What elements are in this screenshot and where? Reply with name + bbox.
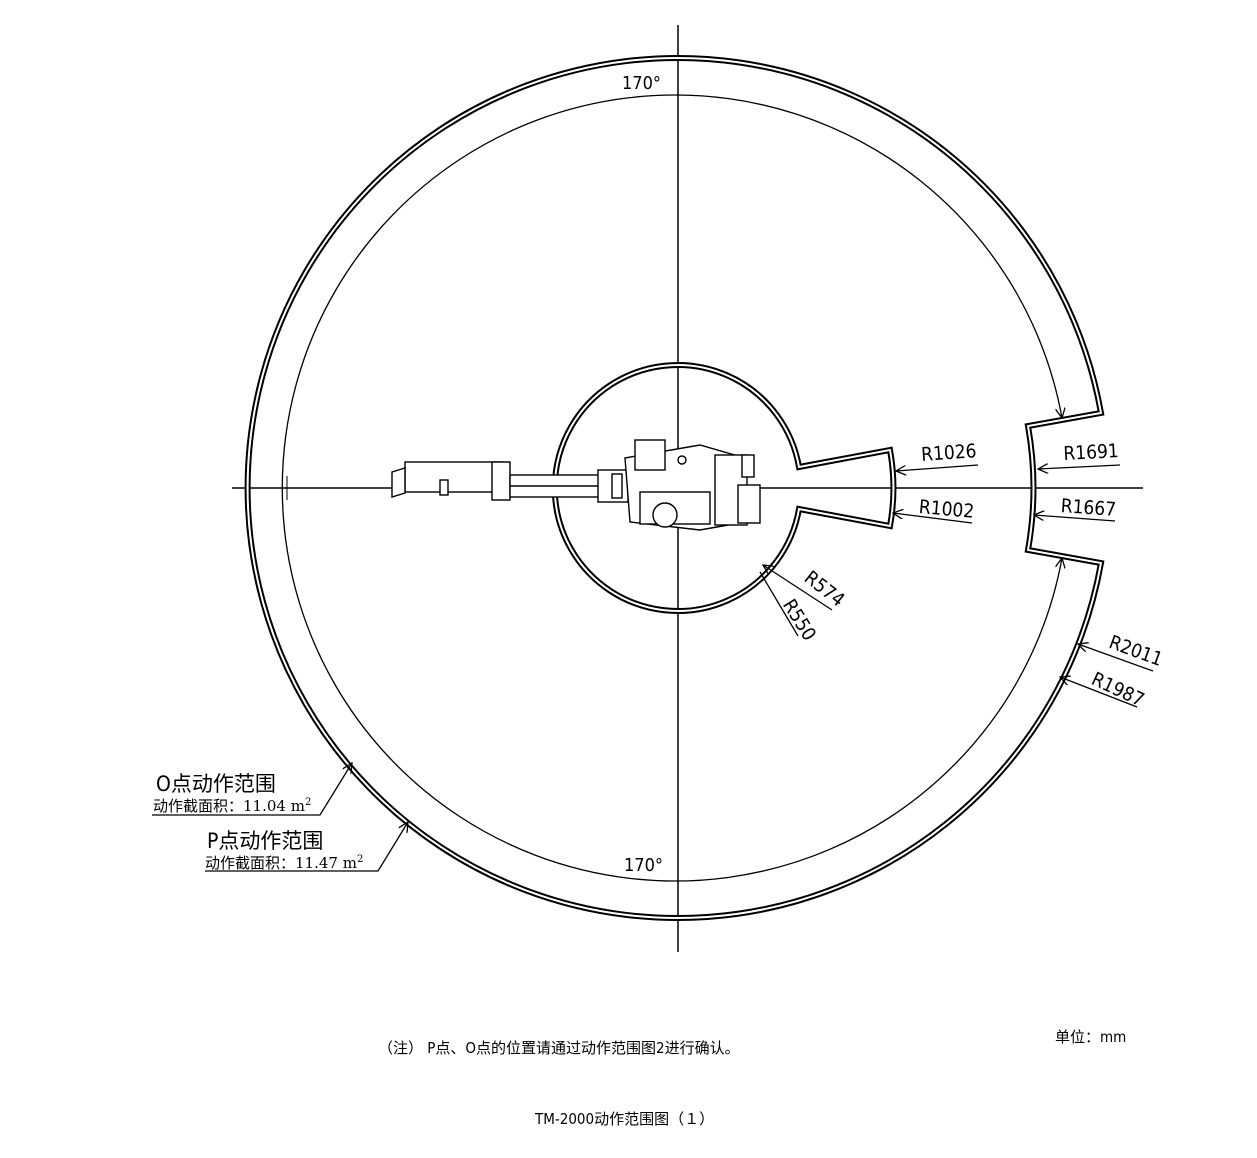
drawing-title: TM-2000动作范围图（１） bbox=[535, 1110, 715, 1128]
top-angle-label: 170° bbox=[622, 73, 661, 94]
unit-label: 单位：mm bbox=[1055, 1028, 1127, 1046]
robot-top-view bbox=[391, 439, 761, 531]
inner-range-contour bbox=[551, 362, 897, 614]
bottom-angle-label: 170° bbox=[624, 855, 663, 876]
o-area-text: 动作截面积：11.04 m bbox=[153, 797, 305, 815]
p-area-text: 动作截面积：11.47 m bbox=[205, 854, 357, 872]
outer-range-contour bbox=[244, 55, 1105, 921]
dim-r1691: R1691 bbox=[1062, 440, 1120, 465]
o-range-area: 动作截面积：11.04 m2 bbox=[153, 795, 311, 816]
dimension-leaders bbox=[152, 465, 1154, 872]
p-range-title: P点动作范围 bbox=[207, 829, 324, 853]
o-range-title: O点动作范围 bbox=[156, 772, 276, 796]
p-range-area: 动作截面积：11.47 m2 bbox=[205, 852, 363, 873]
dim-r1667: R1667 bbox=[1060, 495, 1117, 521]
rotation-angle-arc bbox=[281, 94, 1062, 882]
o-area-sup: 2 bbox=[304, 797, 312, 808]
position-note: （注） P点、O点的位置请通过动作范围图2进行确认。 bbox=[378, 1039, 740, 1057]
dim-r1026: R1026 bbox=[920, 440, 978, 466]
dim-r1002: R1002 bbox=[918, 496, 976, 523]
p-area-sup: 2 bbox=[356, 854, 364, 865]
